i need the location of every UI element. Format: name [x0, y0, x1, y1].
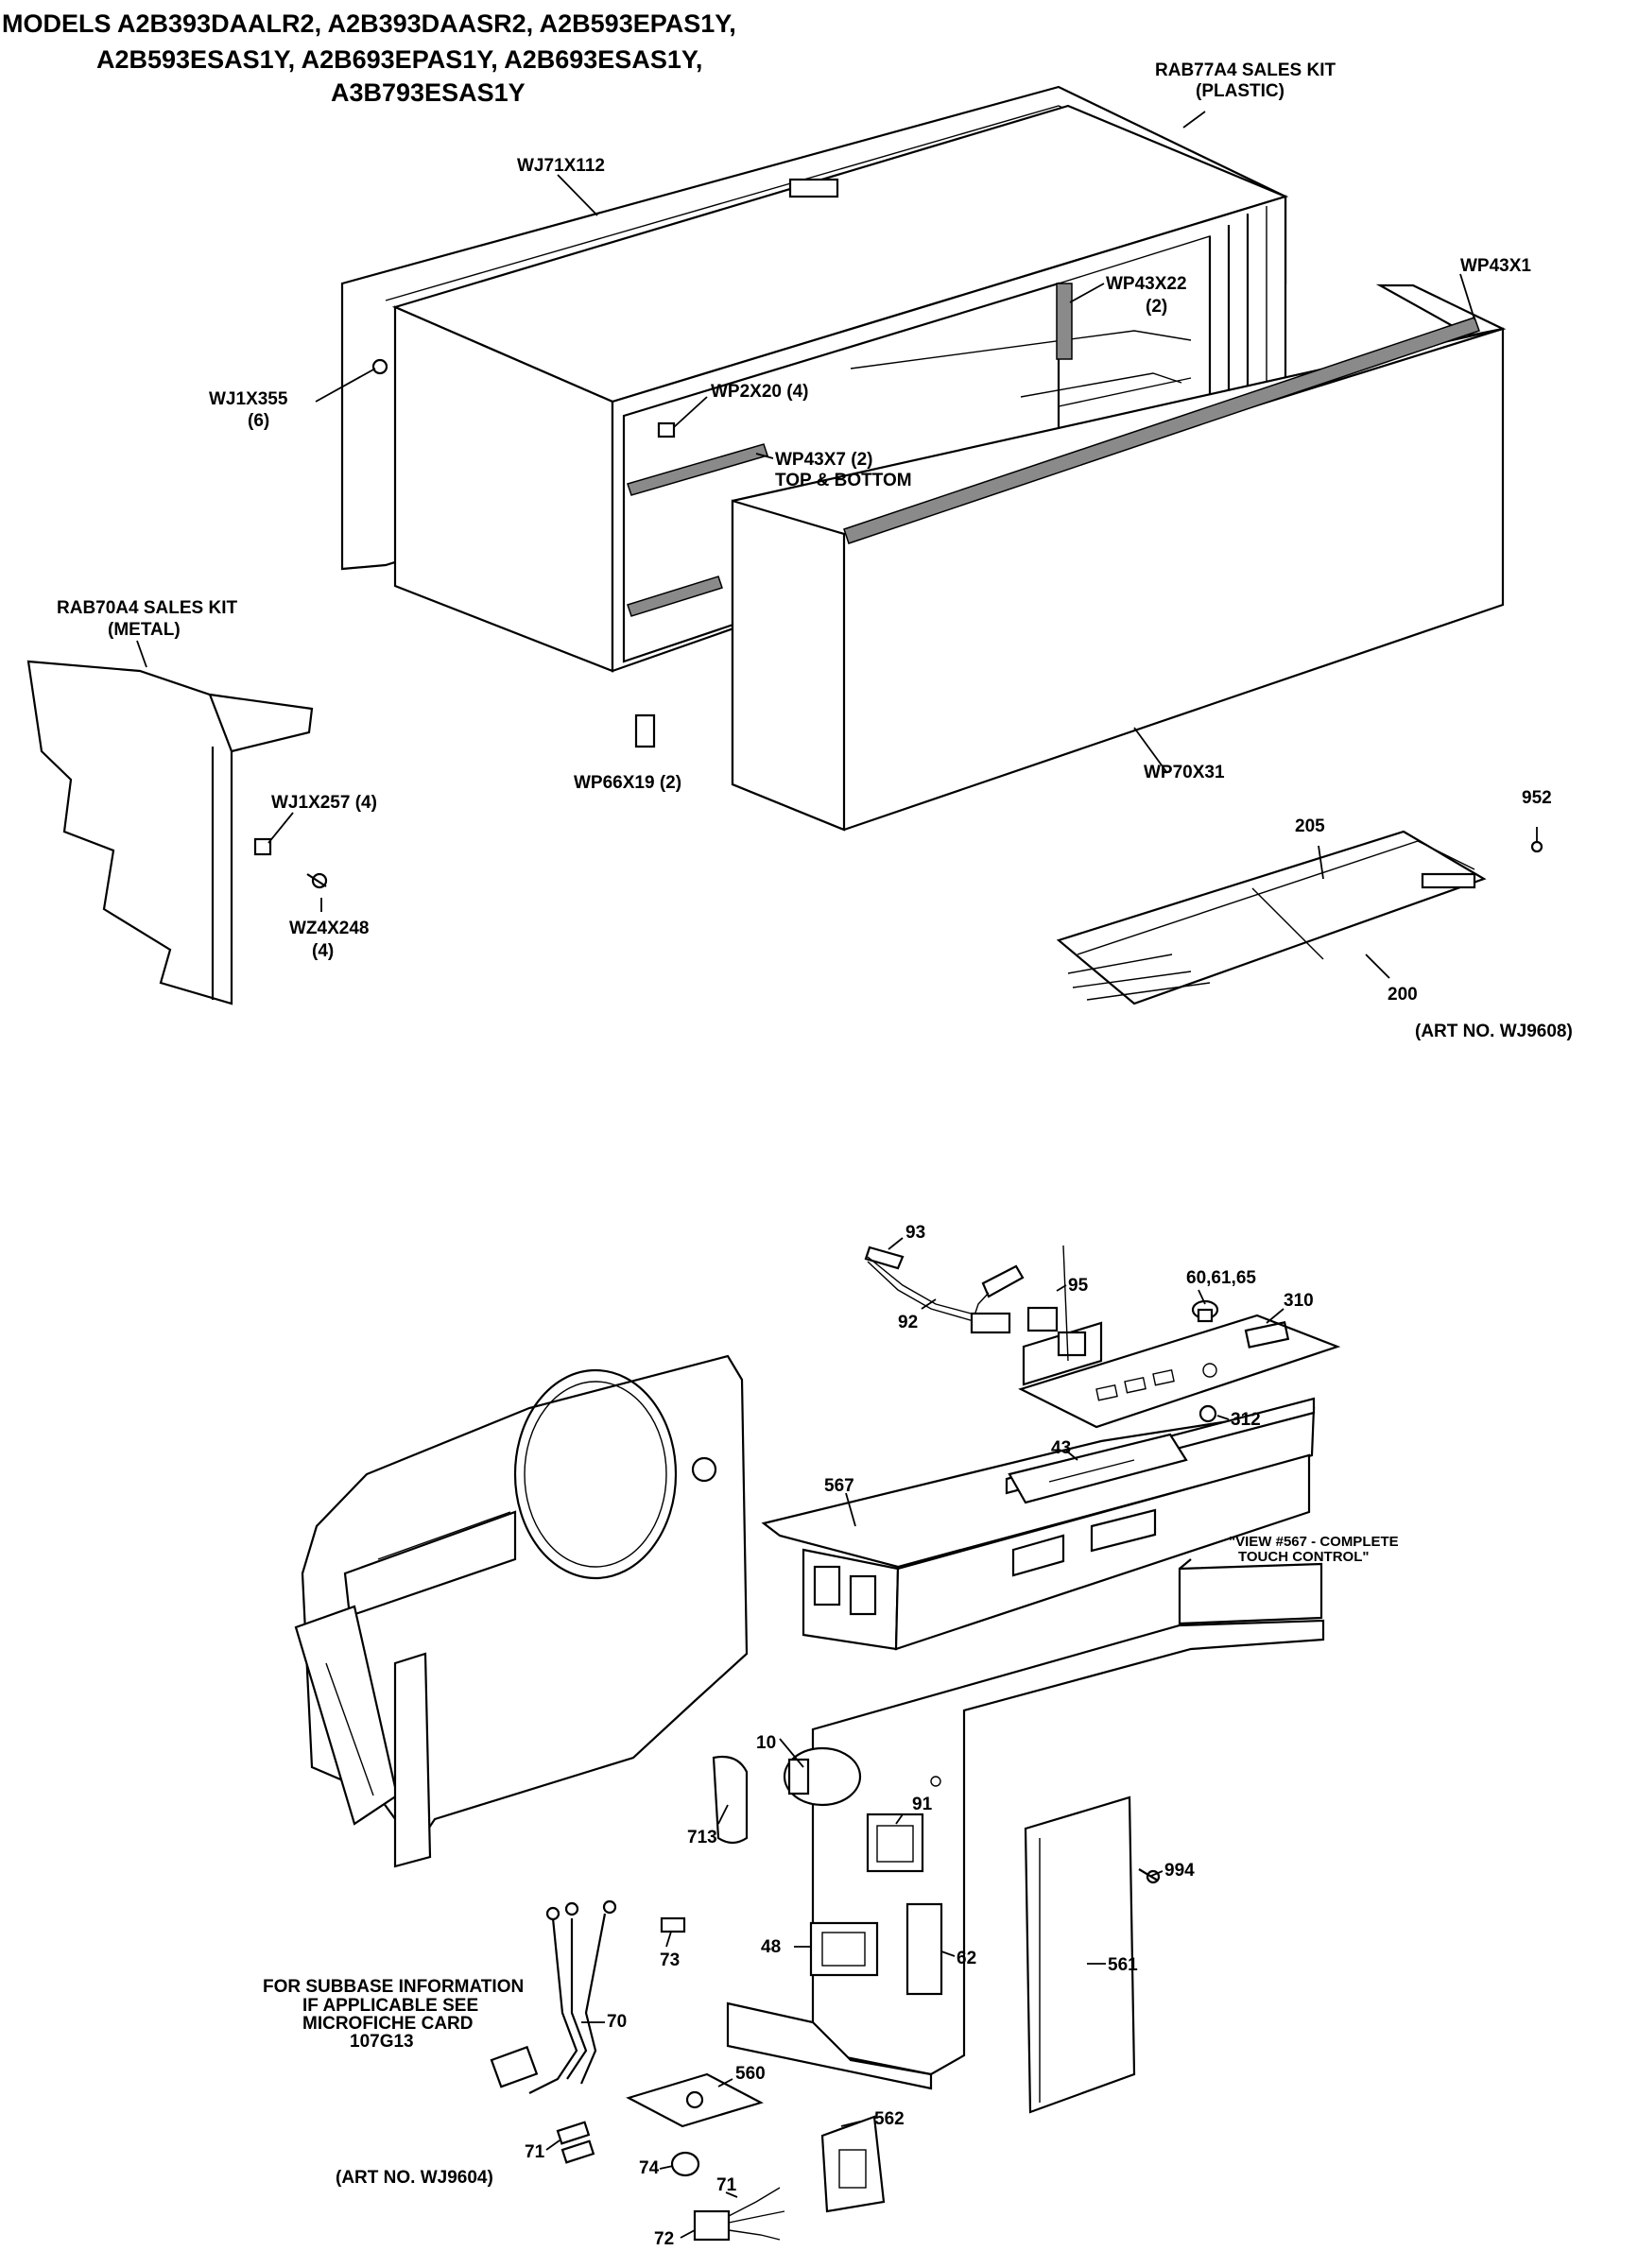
label-wj1x355-1: WJ1X355: [209, 389, 288, 409]
front-panel-wp70x31: [731, 284, 1507, 832]
cover-561: [1024, 1796, 1136, 2114]
label-wp70x31: WP70X31: [1144, 763, 1225, 782]
label-wp43x7-1: WP43X7 (2): [775, 450, 872, 470]
label-62: 62: [957, 1949, 976, 1968]
part-312-icon: [1198, 1404, 1217, 1423]
models-title-line-1: MODELS A2B393DAALR2, A2B393DAASR2, A2B59…: [2, 9, 736, 38]
grille-assembly: [1056, 830, 1487, 1005]
label-wp2x20: WP2X20 (4): [711, 382, 808, 402]
fan-bulkhead: [294, 1354, 749, 1868]
label-74: 74: [639, 2158, 660, 2178]
part-952-icon: [1530, 840, 1543, 853]
label-rab70a4-1: RAB70A4 SALES KIT: [57, 598, 237, 618]
metal-sales-kit-bracket: [26, 660, 314, 1005]
label-70: 70: [607, 2012, 627, 2032]
label-312: 312: [1231, 1410, 1261, 1430]
label-rab70a4-2: (METAL): [108, 620, 181, 640]
fuses-71: [556, 2121, 595, 2164]
label-48: 48: [761, 1937, 781, 1957]
part-73-icon: [660, 1916, 686, 1933]
label-72: 72: [654, 2229, 674, 2249]
screw-wj1x355: [371, 358, 388, 375]
label-rab77a4-2: (PLASTIC): [1196, 81, 1285, 101]
strap-713: [712, 1755, 749, 1845]
label-561: 561: [1108, 1955, 1138, 1975]
connector-72: [693, 2187, 785, 2242]
label-wz4x248-2: (4): [312, 941, 334, 961]
label-view-note-2: TOUCH CONTROL": [1238, 1549, 1370, 1565]
top-labels: RAB77A4 SALES KIT (PLASTIC) WJ71X112 WP4…: [57, 60, 1573, 1041]
control-box-567: [761, 1397, 1316, 1651]
label-view-note-1: "VIEW #567 - COMPLETE: [1229, 1534, 1399, 1550]
label-rab77a4-1: RAB77A4 SALES KIT: [1155, 60, 1336, 80]
fan-orifice: [513, 1368, 678, 1580]
art-no-wj9604: (ART NO. WJ9604): [336, 2168, 493, 2188]
label-713: 713: [687, 1828, 717, 1847]
label-wp66x19: WP66X19 (2): [574, 773, 681, 793]
models-title-line-2: A2B593ESAS1Y, A2B693EPAS1Y, A2B693ESAS1Y…: [96, 45, 702, 74]
label-200: 200: [1388, 985, 1418, 1005]
relay-48: [809, 1921, 879, 1977]
subbase-note-4: 107G13: [350, 2032, 414, 2052]
subbase-note-2: IF APPLICABLE SEE: [302, 1996, 478, 2016]
label-205: 205: [1295, 816, 1325, 836]
label-wj1x257: WJ1X257 (4): [271, 793, 377, 813]
touch-membrane-310: [1018, 1314, 1341, 1429]
label-wp43x1: WP43X1: [1460, 256, 1531, 276]
knob-74: [670, 2151, 700, 2177]
art-no-wj9608: (ART NO. WJ9608): [1415, 1022, 1573, 1041]
knob-60-61-65: [1191, 1299, 1219, 1323]
label-43: 43: [1051, 1438, 1071, 1458]
label-567: 567: [824, 1476, 854, 1496]
label-92: 92: [898, 1313, 918, 1332]
label-wp43x7-2: TOP & BOTTOM: [775, 471, 912, 490]
label-560: 560: [735, 2064, 766, 2084]
power-cord-70: [490, 1899, 617, 2094]
subbase-note-3: MICROFICHE CARD: [302, 2014, 474, 2034]
base-pan: [726, 1558, 1325, 2090]
models-title: MODELS A2B393DAALR2, A2B393DAASR2, A2B59…: [2, 9, 736, 107]
transformer-91: [866, 1813, 924, 1873]
bracket-560: [626, 2072, 764, 2128]
label-wj1x355-2: (6): [248, 411, 269, 431]
label-71-a: 71: [525, 2142, 545, 2162]
foam-strip-wp43x7-top: [627, 443, 768, 496]
label-10: 10: [756, 1733, 776, 1753]
label-95: 95: [1068, 1276, 1089, 1296]
label-60-61-65: 60,61,65: [1186, 1268, 1256, 1288]
label-wz4x248-1: WZ4X248: [289, 919, 369, 938]
control-board-43: [1008, 1433, 1188, 1504]
label-994: 994: [1164, 1861, 1195, 1881]
label-93: 93: [905, 1223, 925, 1243]
top-leader-lines: [136, 111, 1538, 979]
bottom-leader-lines: [545, 1237, 1285, 2239]
thermistor-harness: [864, 1245, 1103, 1386]
clip-wj1x257: [253, 837, 272, 856]
label-91: 91: [912, 1795, 933, 1814]
sleeve-handle: [788, 178, 839, 198]
bracket-wp2x20: [657, 421, 676, 438]
label-73: 73: [660, 1950, 680, 1970]
label-wp43x22-1: WP43X22: [1106, 274, 1187, 294]
subbase-note-1: FOR SUBBASE INFORMATION: [263, 1977, 524, 1997]
label-wp43x22-2: (2): [1146, 297, 1167, 317]
models-title-line-3: A3B793ESAS1Y: [331, 78, 526, 107]
label-562: 562: [874, 2109, 905, 2129]
foam-strip-wp43x1: [843, 317, 1480, 544]
label-wj71x112: WJ71X112: [517, 156, 605, 176]
label-952: 952: [1522, 788, 1552, 808]
foam-strip-wp43x7-bottom: [627, 576, 723, 617]
bracket-562: [820, 2115, 886, 2213]
label-310: 310: [1284, 1291, 1314, 1311]
label-71-b: 71: [716, 2175, 737, 2195]
bottom-labels: 93 95 92 60,61,65 310 312 43 567 "VIEW #…: [263, 1223, 1399, 2249]
capacitor-10: [783, 1746, 862, 1807]
bracket-wp66x19: [634, 713, 656, 748]
terminal-block-62: [905, 1902, 943, 1996]
foam-strip-wp43x22: [1056, 283, 1073, 360]
